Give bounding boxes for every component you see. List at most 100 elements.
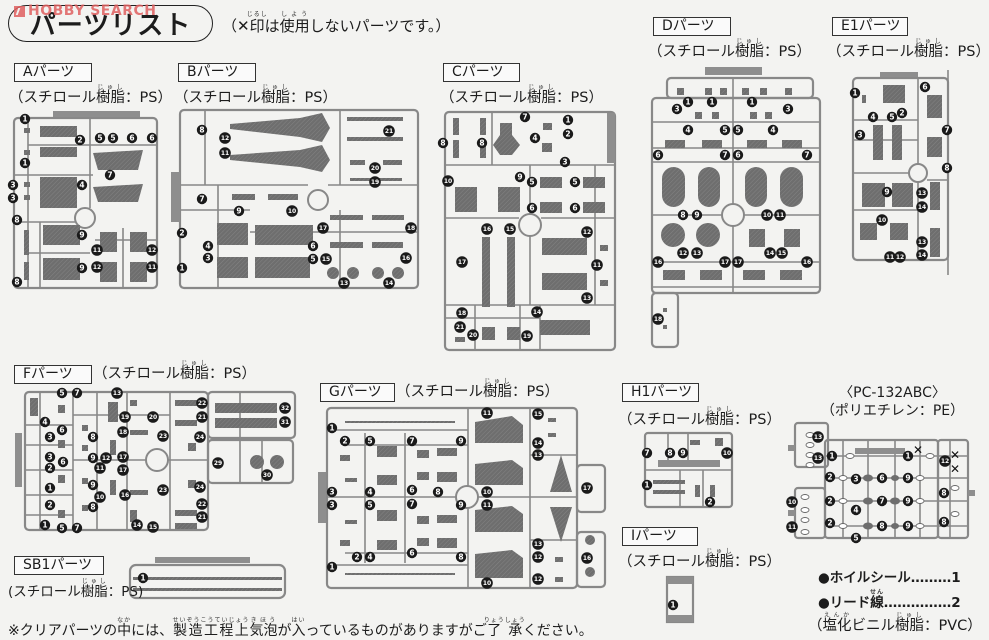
svg-text:13: 13 <box>534 541 542 548</box>
svg-text:9: 9 <box>79 264 84 273</box>
part <box>862 183 885 207</box>
svg-text:4: 4 <box>205 242 210 251</box>
part <box>480 140 486 158</box>
svg-text:7: 7 <box>879 497 884 506</box>
svg-text:5: 5 <box>722 126 727 135</box>
svg-text:1: 1 <box>179 264 184 273</box>
part-number-marker: 17 <box>456 256 468 268</box>
part-number-marker: 12 <box>532 573 544 585</box>
part-number-marker: 10 <box>876 214 888 226</box>
part-number-marker: 11 <box>774 209 786 221</box>
part <box>845 453 855 459</box>
part <box>437 472 457 482</box>
part <box>482 327 495 340</box>
part <box>892 183 913 207</box>
part <box>600 245 608 251</box>
svg-text:20: 20 <box>371 165 379 172</box>
part <box>890 497 900 505</box>
sprue-tag <box>658 460 720 467</box>
part <box>702 140 722 148</box>
svg-text:6: 6 <box>529 204 534 213</box>
sprue-frame <box>650 291 680 349</box>
part-number-marker: 3 <box>326 499 338 511</box>
part <box>377 540 397 550</box>
part-number-marker: 6 <box>406 547 418 559</box>
svg-text:16: 16 <box>402 255 410 262</box>
part-number-marker: 6 <box>56 424 68 436</box>
part <box>780 270 802 280</box>
part <box>661 223 685 247</box>
svg-text:14: 14 <box>918 204 926 211</box>
part-number-marker: 9 <box>881 186 893 198</box>
part <box>417 516 429 524</box>
part <box>453 118 459 135</box>
part-number-marker: 9 <box>677 447 689 459</box>
sprue-frame <box>575 530 607 589</box>
part <box>698 167 720 207</box>
svg-text:7: 7 <box>107 171 112 180</box>
part-number-marker: 21 <box>383 125 395 137</box>
svg-text:12: 12 <box>102 455 110 462</box>
part <box>585 567 595 577</box>
part <box>100 232 117 252</box>
svg-text:8: 8 <box>680 211 685 220</box>
svg-text:23: 23 <box>159 433 167 440</box>
part-number-marker: 19 <box>369 176 381 188</box>
svg-text:10: 10 <box>788 499 796 506</box>
part-number-marker: 6 <box>569 202 581 214</box>
part <box>863 497 873 505</box>
part <box>58 405 65 413</box>
part <box>800 517 810 523</box>
part-number-marker: 3 <box>44 431 56 443</box>
part-number-marker: 5 <box>850 532 862 544</box>
sprue-ring <box>518 213 542 237</box>
part-number-marker: 9 <box>87 452 99 464</box>
sprue-tag <box>880 72 918 77</box>
part-number-marker: 7 <box>519 111 531 123</box>
part-number-marker: 13 <box>581 292 593 304</box>
part-number-marker: 15 <box>504 223 516 235</box>
unused-parts-note: （✕印じるしは使用しようしないパーツです。） <box>222 11 450 34</box>
part <box>340 540 350 546</box>
svg-text:1: 1 <box>22 159 27 168</box>
part <box>58 475 65 483</box>
sprue-frame <box>206 438 295 485</box>
part <box>715 438 723 446</box>
part <box>475 460 523 485</box>
part-number-marker: 15 <box>776 247 788 259</box>
sprue-ring <box>74 207 96 229</box>
part <box>347 117 403 121</box>
part-number-marker: 4 <box>364 551 376 563</box>
part-number-marker: 10 <box>94 491 106 503</box>
sprue-ring <box>721 203 745 227</box>
svg-text:1: 1 <box>42 521 47 530</box>
part <box>743 270 765 280</box>
svg-text:12: 12 <box>679 250 687 257</box>
part-number-marker: 3 <box>7 179 19 191</box>
svg-text:13: 13 <box>113 390 121 397</box>
section-material-f: （スチロール樹脂じゅし：PS） <box>93 360 256 382</box>
part <box>784 229 800 247</box>
part <box>498 187 520 212</box>
part-number-marker: 3 <box>326 486 338 498</box>
svg-text:5: 5 <box>97 134 102 143</box>
part-number-marker: 6 <box>126 132 138 144</box>
part <box>480 118 486 135</box>
svg-text:15: 15 <box>534 411 542 418</box>
part <box>130 262 147 282</box>
part <box>270 455 284 469</box>
part-number-marker: 8 <box>876 520 888 532</box>
svg-text:13: 13 <box>534 452 542 459</box>
part-number-marker: 17 <box>719 256 731 268</box>
part <box>417 450 429 458</box>
part <box>800 507 810 513</box>
part-number-marker: 13 <box>812 452 824 464</box>
part-number-marker: 10 <box>786 496 798 508</box>
part-number-marker: 3 <box>44 451 56 463</box>
svg-text:6: 6 <box>572 204 577 213</box>
part <box>710 485 715 497</box>
svg-text:4: 4 <box>42 418 47 427</box>
